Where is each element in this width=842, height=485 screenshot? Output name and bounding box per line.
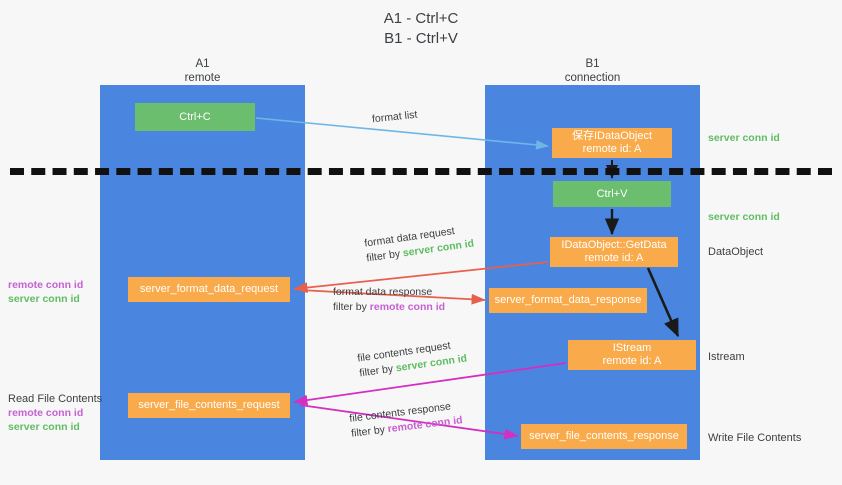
title-line-2: B1 - Ctrl+V [384, 30, 458, 47]
box-idataobject-getdata[interactable]: IDataObject::GetData remote id: A [550, 237, 678, 267]
edge-label-file-contents-request: file contents request filter by server c… [356, 337, 468, 382]
filter-prefix: filter by [358, 362, 397, 380]
annotation-left-conn-ids-mid: remote conn id server conn id [8, 278, 83, 306]
annotation-left-remote-conn-id-bottom: remote conn id [8, 407, 84, 419]
title-line-1: A1 - Ctrl+C [383, 10, 459, 27]
lane-header-a1-name: A1 [195, 58, 210, 70]
box-ctrl-c[interactable]: Ctrl+C [135, 103, 255, 131]
edge-label-format-data-response-line1: format data response [333, 286, 433, 298]
lane-header-b1-subtitle: connection [564, 71, 621, 84]
filter-prefix: filter by [333, 301, 370, 313]
annotation-left-read-file-contents-group: Read File Contents remote conn id server… [8, 392, 102, 434]
edge-label-file-contents-response: file contents response filter by remote … [349, 398, 464, 441]
box-ctrl-v-label: Ctrl+V [596, 187, 628, 200]
annotation-right-istream: Istream [708, 351, 745, 363]
page-title: A1 - Ctrl+C B1 - Ctrl+V [0, 9, 842, 49]
box-server-file-contents-response[interactable]: server_file_contents_response [521, 424, 687, 449]
box-server-format-data-request[interactable]: server_format_data_request [128, 277, 290, 302]
box-istream-sublabel: remote id: A [602, 355, 662, 367]
box-save-idataobject[interactable]: 保存IDataObject remote id: A [552, 128, 672, 158]
phase-separator [10, 168, 832, 175]
edge-label-format-list-line1: format list [371, 108, 418, 126]
box-server-file-contents-request-label: server_file_contents_request [138, 399, 280, 411]
annotation-right-server-conn-id-top: server conn id [708, 132, 780, 144]
annotation-left-server-conn-id: server conn id [8, 293, 80, 305]
box-istream-label: IStream [612, 342, 652, 354]
filter-value-remote-conn-id: remote conn id [369, 301, 446, 313]
box-ctrl-c-label: Ctrl+C [179, 110, 211, 123]
filter-prefix: filter by [350, 423, 389, 440]
lane-header-a1-subtitle: remote [184, 71, 221, 84]
box-save-idataobject-label: 保存IDataObject [571, 130, 653, 142]
edge-label-format-data-response-filter: filter by remote conn id [333, 300, 445, 315]
filter-prefix: filter by [365, 247, 404, 265]
box-server-format-data-response[interactable]: server_format_data_response [489, 288, 647, 313]
lane-header-a1: A1 remote [130, 58, 275, 85]
box-server-format-data-request-label: server_format_data_request [139, 283, 279, 295]
lane-header-b1: B1 connection [520, 58, 665, 85]
annotation-left-server-conn-id-bottom: server conn id [8, 421, 80, 433]
box-server-format-data-response-label: server_format_data_response [494, 294, 642, 306]
annotation-left-remote-conn-id: remote conn id [8, 279, 84, 291]
box-save-idataobject-sublabel: remote id: A [582, 143, 642, 155]
lane-header-b1-name: B1 [585, 58, 600, 70]
box-server-file-contents-response-label: server_file_contents_response [529, 430, 679, 442]
box-ctrl-v[interactable]: Ctrl+V [553, 181, 671, 207]
annotation-left-read-file-contents: Read File Contents [8, 393, 103, 405]
box-idataobject-getdata-sublabel: remote id: A [584, 252, 644, 264]
box-idataobject-getdata-label: IDataObject::GetData [561, 239, 667, 251]
annotation-right-server-conn-id-mid: server conn id [708, 211, 780, 223]
edge-label-format-list: format list [371, 108, 418, 128]
box-istream[interactable]: IStream remote id: A [568, 340, 696, 370]
box-server-file-contents-request[interactable]: server_file_contents_request [128, 393, 290, 418]
edge-label-format-data-request: format data request filter by server con… [363, 222, 475, 267]
edge-label-format-data-response: format data response filter by remote co… [333, 285, 445, 315]
annotation-right-write-file-contents: Write File Contents [708, 432, 802, 444]
annotation-right-dataobject: DataObject [708, 246, 764, 258]
